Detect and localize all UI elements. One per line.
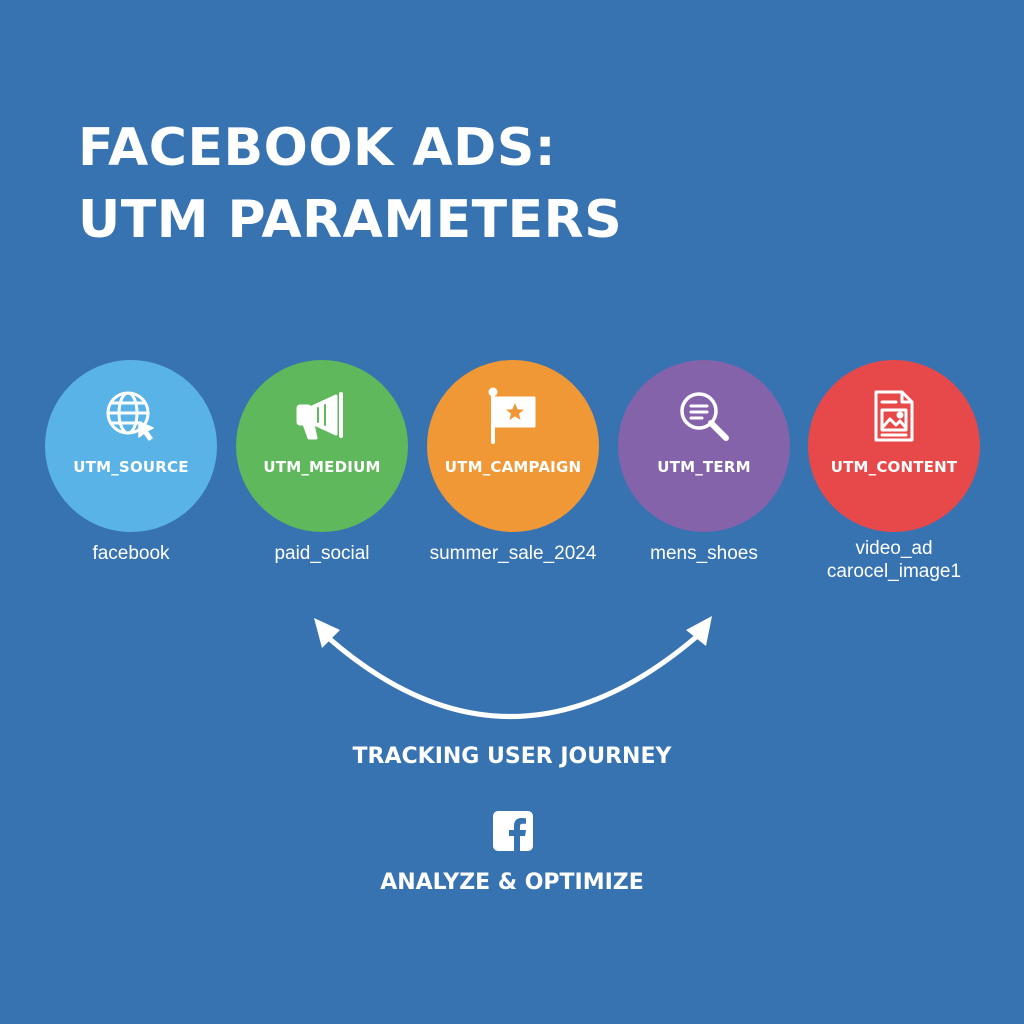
utm-content-value-line-1: video_ad xyxy=(855,538,933,559)
utm-medium-label: UTM_MEDIUM xyxy=(263,458,381,476)
utm-campaign-value: summer_sale_2024 xyxy=(413,542,613,565)
megaphone-icon xyxy=(292,386,352,446)
utm-content-value: video_ad carocel_image1 xyxy=(794,537,994,583)
facebook-icon xyxy=(493,811,533,851)
globe-cursor-icon xyxy=(101,386,161,446)
utm-term-circle: UTM_TERM xyxy=(618,360,790,532)
analyze-label: ANALYZE & OPTIMIZE xyxy=(380,870,644,895)
utm-source-value-line: facebook xyxy=(92,543,170,564)
utm-content-value-line-2: carocel_image1 xyxy=(826,561,962,582)
utm-medium-value: paid_social xyxy=(222,542,422,565)
journey-label: TRACKING USER JOURNEY xyxy=(352,744,672,769)
title-line-1: FACEBOOK ADS: xyxy=(78,118,557,178)
utm-medium-value-line: paid_social xyxy=(274,543,370,564)
double-arrow-icon xyxy=(314,616,712,719)
utm-content-label: UTM_CONTENT xyxy=(830,458,958,476)
utm-medium-circle: UTM_MEDIUM xyxy=(236,360,408,532)
flag-star-icon xyxy=(483,386,543,446)
document-image-icon xyxy=(864,386,924,446)
page-title: FACEBOOK ADS: UTM PARAMETERS xyxy=(78,112,622,256)
magnifier-icon xyxy=(674,386,734,446)
utm-term-value: mens_shoes xyxy=(604,542,804,565)
utm-source-value: facebook xyxy=(31,542,231,565)
utm-term-value-line: mens_shoes xyxy=(650,543,758,564)
utm-campaign-circle: UTM_CAMPAIGN xyxy=(427,360,599,532)
utm-content-circle: UTM_CONTENT xyxy=(808,360,980,532)
utm-term-label: UTM_TERM xyxy=(657,458,751,476)
title-line-2: UTM PARAMETERS xyxy=(78,190,623,250)
utm-campaign-value-line: summer_sale_2024 xyxy=(429,543,597,564)
utm-source-circle: UTM_SOURCE xyxy=(45,360,217,532)
utm-source-label: UTM_SOURCE xyxy=(73,458,189,476)
utm-campaign-label: UTM_CAMPAIGN xyxy=(444,458,582,476)
